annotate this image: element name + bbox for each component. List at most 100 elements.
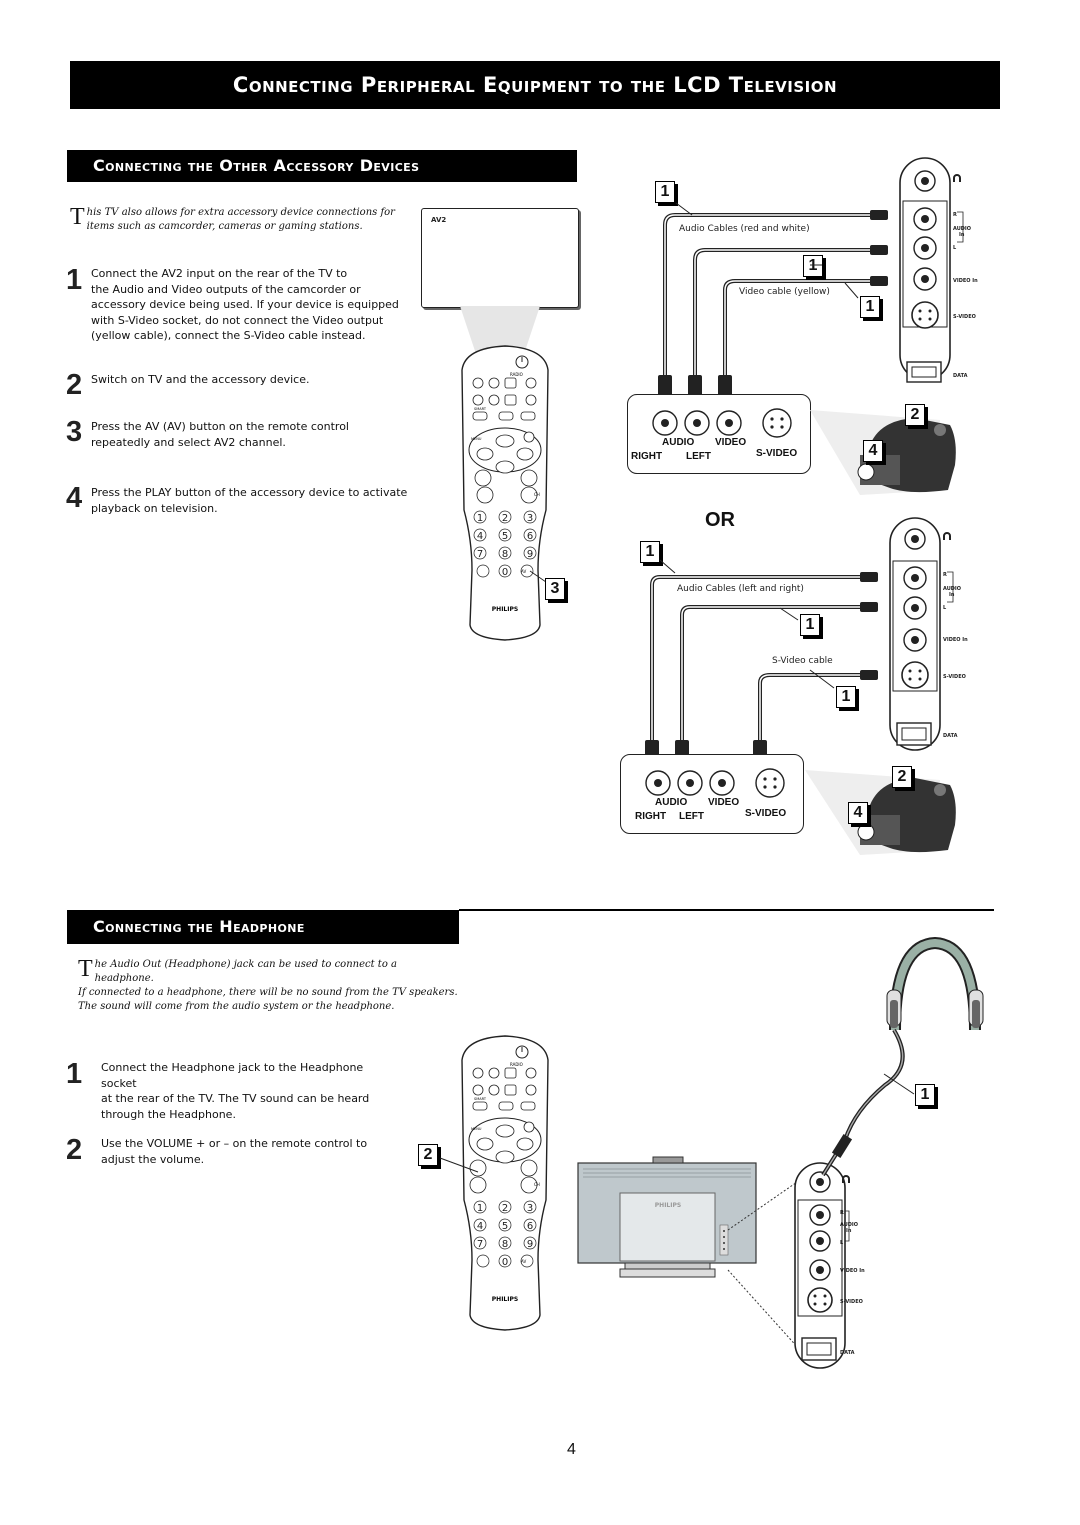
- lcd-tv-rear: PHILIPS: [577, 1156, 757, 1278]
- device-svideo-label: S-VIDEO: [756, 448, 798, 459]
- step-badge-3: 3: [545, 578, 565, 600]
- headphone-intro: T he Audio Out (Headphone) jack can be u…: [78, 956, 458, 1012]
- panel-r-label: R: [953, 212, 957, 218]
- tv-side-panel-bottom: R AUDIO In L VIDEO In S-VIDEO DATA: [889, 517, 968, 751]
- dropcap: T: [70, 204, 85, 230]
- digit-0: 0: [502, 567, 508, 578]
- badge-leaders-top: [675, 202, 859, 299]
- device-left-label: LEFT: [686, 451, 711, 462]
- remote-brand: PHILIPS: [492, 1296, 518, 1303]
- zoom-guide-lines: [727, 1179, 801, 1351]
- device-left-label: LEFT: [679, 811, 704, 822]
- step-badge-4: 4: [863, 440, 883, 462]
- digit-4: 4: [477, 531, 483, 542]
- remote-av-label: AV: [521, 569, 526, 574]
- digit-5: 5: [502, 531, 508, 542]
- audio-cable-label-top: Audio Cables (red and white): [679, 224, 810, 234]
- badge-leader-headphone: [883, 1073, 915, 1095]
- step-badge-4: 4: [848, 802, 868, 824]
- remote-av-label: AV: [521, 1259, 526, 1264]
- panel-in-label: In: [959, 232, 965, 238]
- digit-2: 2: [502, 1203, 508, 1214]
- panel-audio-label: AUDIO: [943, 586, 961, 592]
- remote-smart-label: SMART: [474, 407, 487, 411]
- step-badge-1: 1: [640, 541, 660, 563]
- cables-top: [658, 210, 888, 397]
- page-title: Connecting Peripheral Equipment to the L…: [70, 61, 1000, 109]
- digit-7: 7: [477, 549, 483, 560]
- device-right-label: RIGHT: [635, 811, 667, 822]
- panel-svideo-label: S-VIDEO: [943, 674, 966, 680]
- panel-svideo-label: S-VIDEO: [953, 314, 976, 320]
- panel-videoin-label: VIDEO In: [840, 1268, 865, 1274]
- device-svideo-label: S-VIDEO: [745, 808, 787, 819]
- digit-8: 8: [502, 1239, 508, 1250]
- svideo-cable-label-bottom: S-Video cable: [772, 656, 833, 666]
- step-badge-2: 2: [892, 766, 912, 788]
- panel-l-label: L: [943, 605, 947, 611]
- device-audio-label: AUDIO: [655, 797, 688, 808]
- panel-data-label: DATA: [953, 373, 968, 379]
- panel-svideo-label: S-VIDEO: [840, 1299, 863, 1305]
- page-number: 4: [567, 1441, 576, 1458]
- tv-side-panel-headphone: R AUDIO In L VIDEO In S-VIDEO DATA: [794, 1162, 865, 1369]
- device-audio-label: AUDIO: [662, 437, 695, 448]
- digit-1: 1: [477, 1203, 483, 1214]
- digit-2: 2: [502, 513, 508, 524]
- step-badge-2: 2: [905, 404, 925, 426]
- remote-control: RADIO SMART MENU CH 1 2 3 4 5 6 7 8 9 0 …: [461, 345, 549, 641]
- remote-menu-label: MENU: [471, 437, 482, 441]
- digit-7: 7: [477, 1239, 483, 1250]
- section-rule: [459, 909, 994, 911]
- step-badge-2: 2: [418, 1144, 438, 1166]
- audio-cable-label-bottom: Audio Cables (left and right): [677, 584, 804, 594]
- digit-9: 9: [527, 1239, 533, 1250]
- tv-screen: AV2: [421, 208, 579, 308]
- panel-audio-label: AUDIO: [953, 226, 971, 232]
- camcorder-bottom: [805, 770, 956, 855]
- panel-data-label: DATA: [943, 733, 958, 739]
- tv-screen-label: AV2: [431, 216, 447, 224]
- remote-radio-label: RADIO: [510, 1062, 523, 1067]
- digit-0: 0: [502, 1257, 508, 1268]
- panel-in-label: In: [949, 592, 955, 598]
- badge-leaders-bottom: [659, 559, 835, 689]
- step-badge-1: 1: [800, 614, 820, 636]
- accessory-jack-panel-bottom: AUDIO VIDEO RIGHT LEFT S-VIDEO: [620, 754, 804, 834]
- digit-5: 5: [502, 1221, 508, 1232]
- digit-6: 6: [527, 1221, 533, 1232]
- device-right-label: RIGHT: [631, 451, 663, 462]
- accessory-jack-panel-top: AUDIO VIDEO RIGHT LEFT S-VIDEO: [627, 394, 811, 474]
- digit-4: 4: [477, 1221, 483, 1232]
- remote-control: RADIO SMART MENU CH 1 2 3 4 5 6 7 8 9 0 …: [461, 1035, 549, 1331]
- step-badge-1: 1: [860, 296, 880, 318]
- remote-smart-label: SMART: [474, 1097, 487, 1101]
- video-cable-label-top: Video cable (yellow): [739, 287, 830, 297]
- remote-brand: PHILIPS: [492, 606, 518, 613]
- panel-videoin-label: VIDEO In: [943, 637, 968, 643]
- panel-videoin-label: VIDEO In: [953, 278, 978, 284]
- digit-3: 3: [527, 513, 533, 524]
- accessory-intro: T his TV also allows for extra accessory…: [70, 204, 395, 232]
- step-badge-1: 1: [836, 686, 856, 708]
- panel-r-label: R: [943, 572, 947, 578]
- digit-3: 3: [527, 1203, 533, 1214]
- section-title-accessory: Connecting the Other Accessory Devices: [67, 150, 577, 182]
- panel-l-label: L: [840, 1240, 844, 1246]
- headphones: [821, 936, 984, 1177]
- remote-menu-label: MENU: [471, 1127, 482, 1131]
- panel-data-label: DATA: [840, 1350, 855, 1356]
- step-badge-1: 1: [655, 181, 675, 203]
- device-video-label: VIDEO: [715, 437, 747, 448]
- badge-leader-volume: [439, 1157, 479, 1173]
- digit-8: 8: [502, 549, 508, 560]
- panel-l-label: L: [953, 245, 957, 251]
- or-label: OR: [705, 509, 735, 531]
- panel-r-label: R: [840, 1210, 844, 1216]
- step-badge-1: 1: [915, 1084, 935, 1106]
- digit-6: 6: [527, 531, 533, 542]
- digit-1: 1: [477, 513, 483, 524]
- section-title-headphone: Connecting the Headphone: [67, 910, 459, 944]
- device-video-label: VIDEO: [708, 797, 740, 808]
- remote-ch-label: CH: [534, 492, 540, 497]
